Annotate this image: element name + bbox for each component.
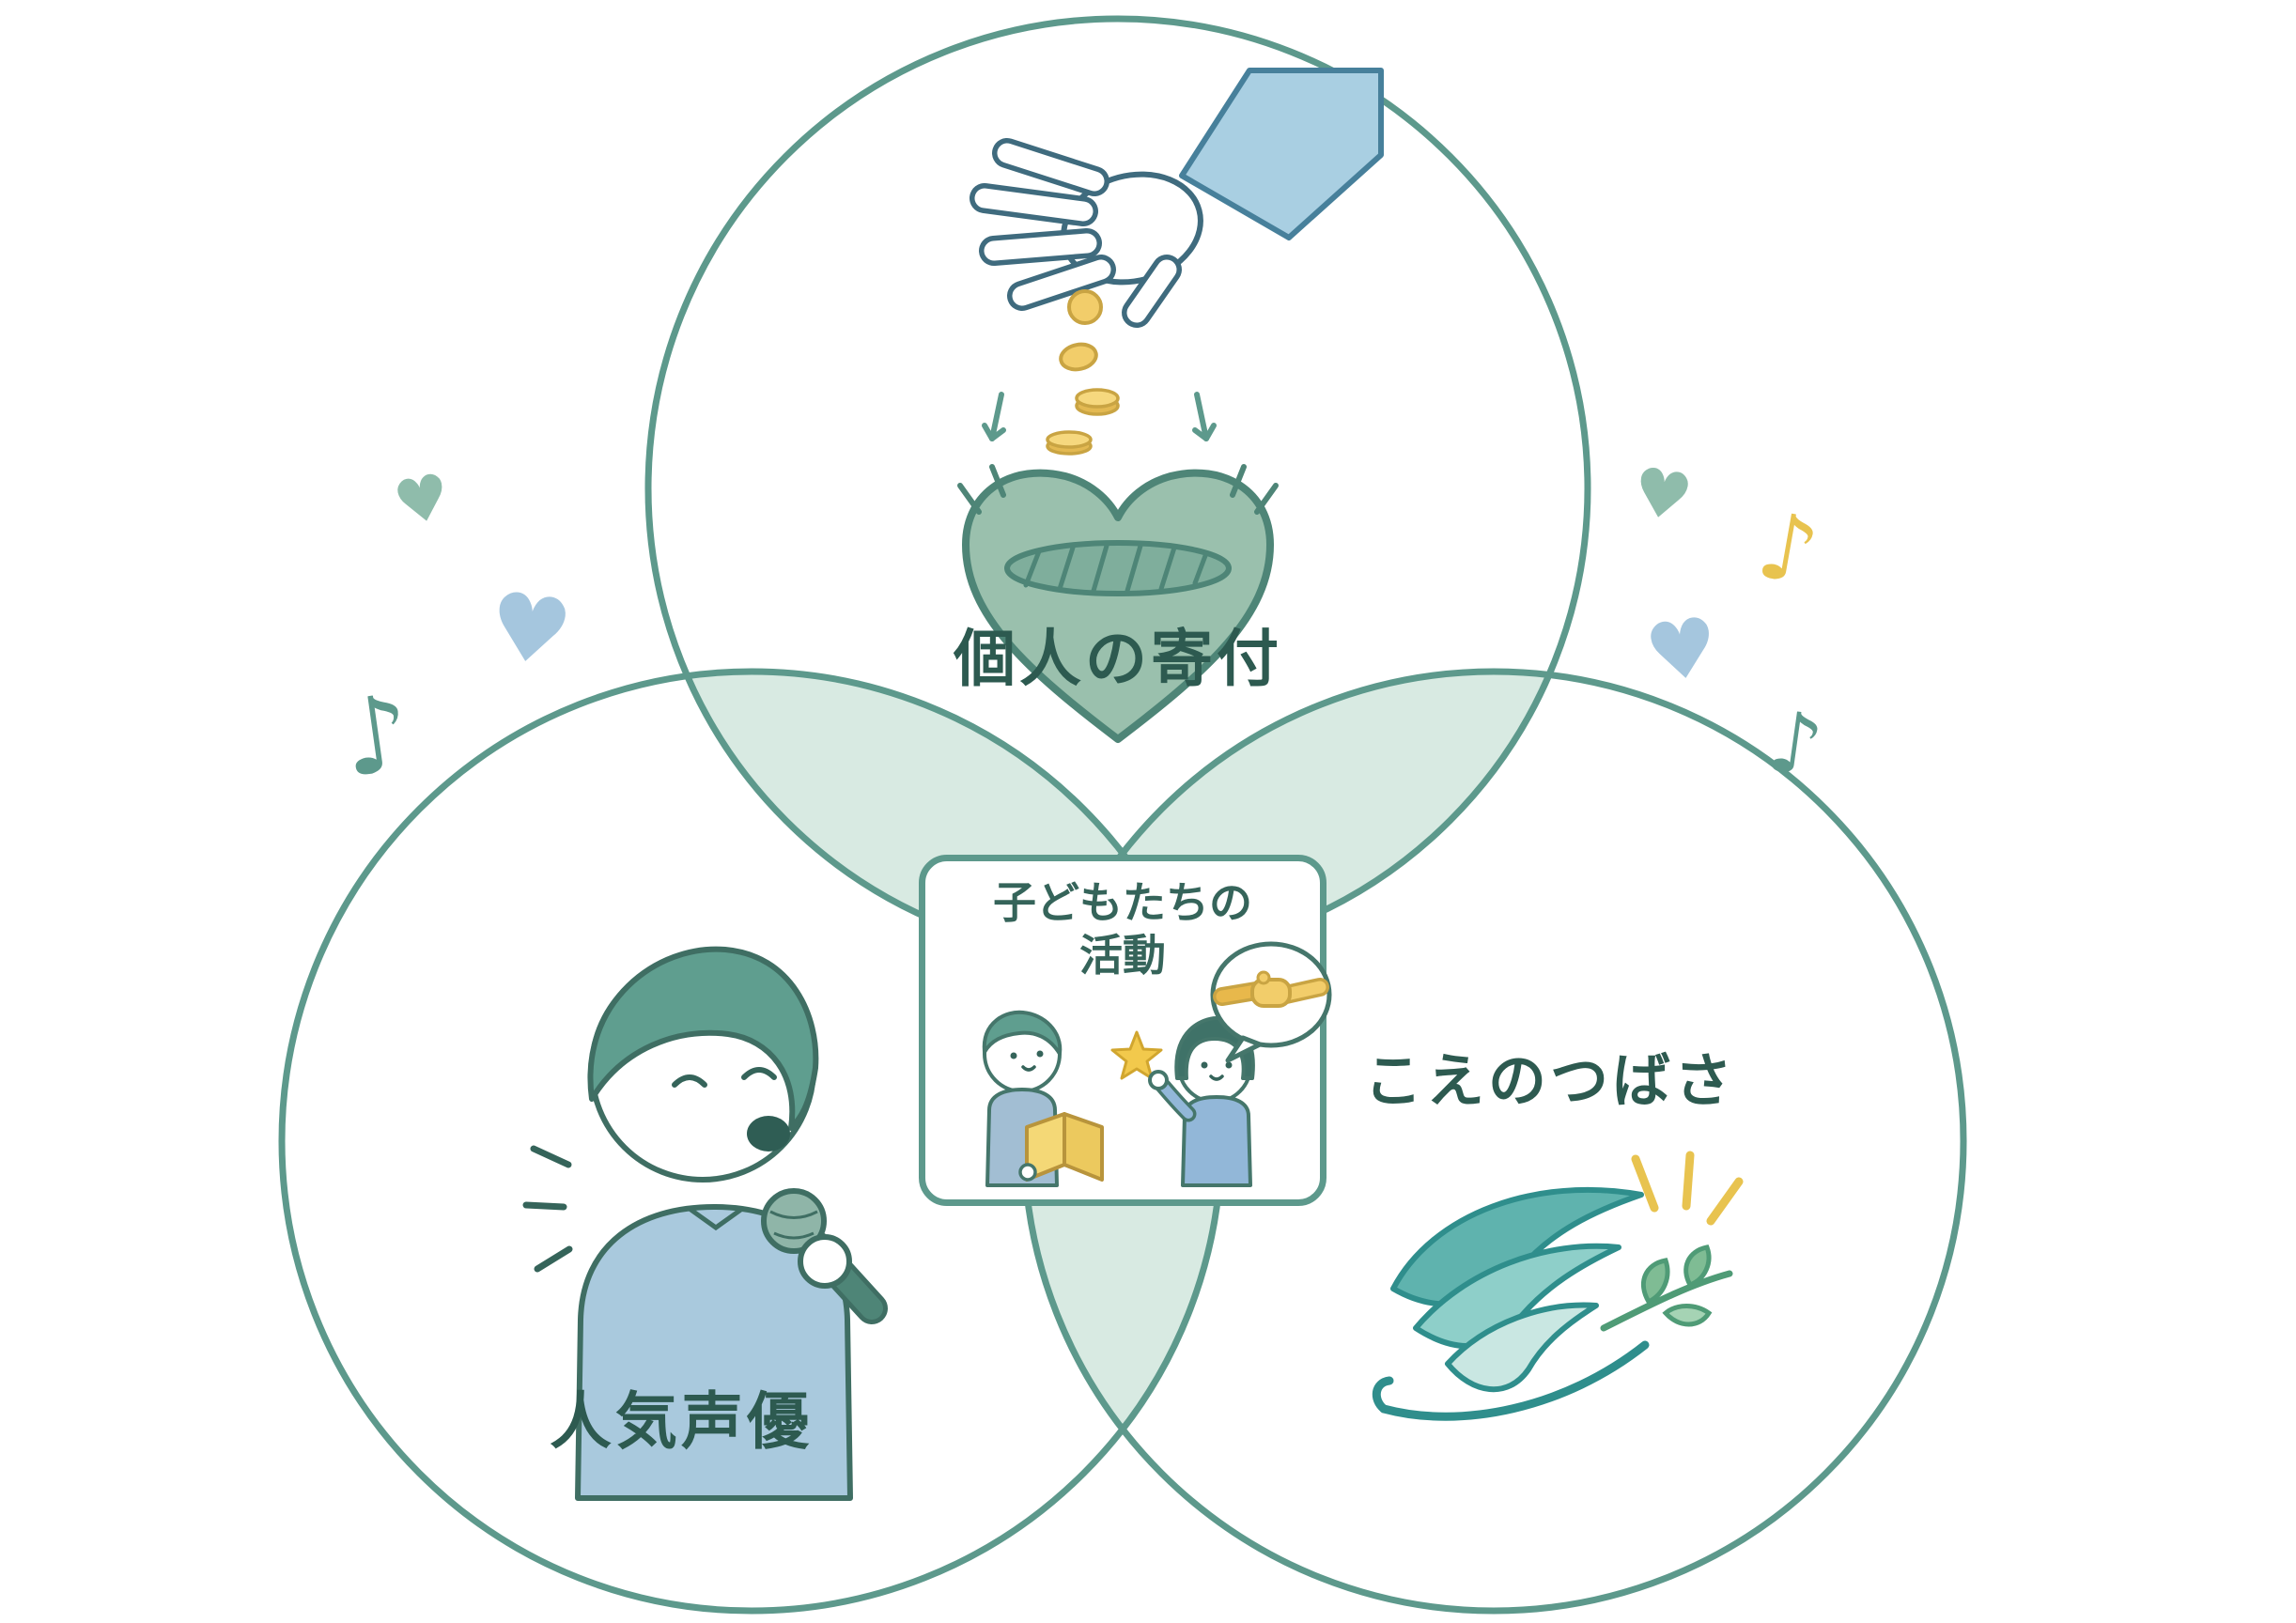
sparkle-lines-icon	[1631, 1151, 1744, 1226]
star-icon	[1110, 1030, 1163, 1080]
top-circle-label: 個人の寄付	[954, 623, 1282, 695]
right-circle-label: こえのつばさ	[1363, 1046, 1736, 1115]
heart-basket-icon	[957, 464, 1279, 743]
mouth	[747, 1116, 790, 1152]
center-box-title-line2: 活動	[1079, 930, 1166, 982]
sprout-icon	[1600, 1244, 1733, 1332]
child-boy-reading-icon	[982, 1010, 1104, 1187]
speech-bubble-handshake-icon	[1210, 941, 1332, 1063]
sleeve-icon	[1179, 68, 1384, 240]
center-box-title-line1: 子どもたちの	[993, 877, 1252, 928]
voice-actor-icon	[522, 946, 888, 1501]
donation-illustration	[957, 68, 1384, 743]
left-circle-label: 人気声優	[550, 1385, 813, 1458]
center-box: 子どもたちの 活動	[919, 855, 1332, 1206]
sound-lines-icon	[522, 1145, 573, 1273]
heart-icon: ♥	[481, 571, 579, 689]
motion-arrow-icon	[982, 392, 1217, 441]
coin-icon	[1046, 289, 1120, 456]
collar	[687, 1206, 745, 1231]
music-note-icon: ♪	[334, 671, 419, 802]
handshake-icon	[1213, 970, 1329, 1008]
sparkle-icon	[957, 464, 1279, 515]
heart-icon: ♥	[1639, 599, 1725, 703]
children-icon	[982, 1010, 1255, 1187]
heart-icon: ♥	[1626, 452, 1699, 538]
hand	[798, 1234, 852, 1289]
wing-illustration	[1372, 1151, 1744, 1421]
hand-icon	[970, 138, 1203, 328]
hair	[587, 946, 819, 1131]
wing-icon	[1372, 1186, 1650, 1421]
face-features	[672, 1067, 777, 1088]
child-girl-waving-icon	[1148, 1016, 1255, 1187]
